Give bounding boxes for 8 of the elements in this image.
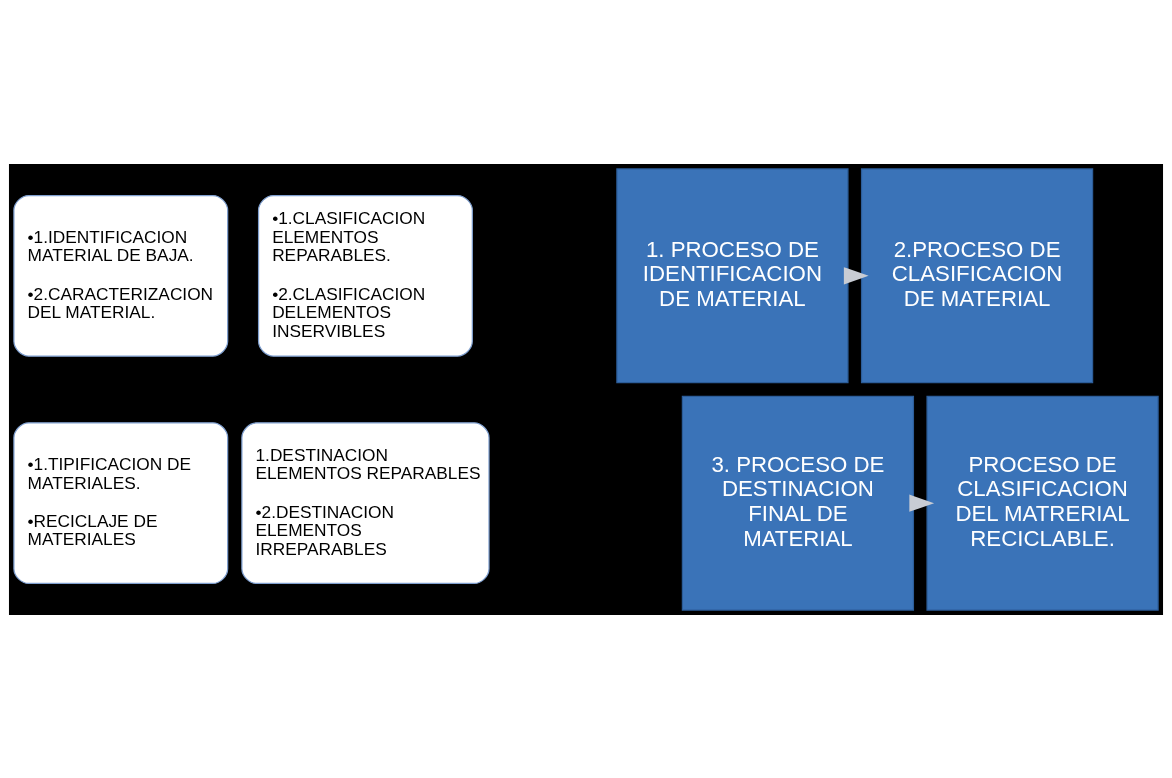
node-box: 2.PROCESO DE CLASIFICACION DE MATERIAL	[860, 167, 1094, 383]
arrow	[843, 266, 869, 284]
node-box: •1.TIPIFICACION DE MATERIALES. •RECICLAJE DE MATERIALES	[13, 421, 229, 584]
node-box: •1.IDENTIFICACION MATERIAL DE BAJA. •2.CARACTERIZACION DEL MATERIAL.	[13, 194, 229, 357]
arrow	[909, 494, 935, 512]
node-box: 1.DESTINACION ELEMENTOS REPARABLES •2.DESTINACION ELEMENTOS IRREPARABLES	[241, 421, 490, 584]
node-box: PROCESO DE CLASIFICACION DEL MATRERIAL RECICLABLE.	[926, 395, 1159, 611]
node-box: •1.CLASIFICACION ELEMENTOS REPARABLES. •2.CLASIFICACION DELEMENTOS INSERVIBLES	[257, 194, 473, 357]
